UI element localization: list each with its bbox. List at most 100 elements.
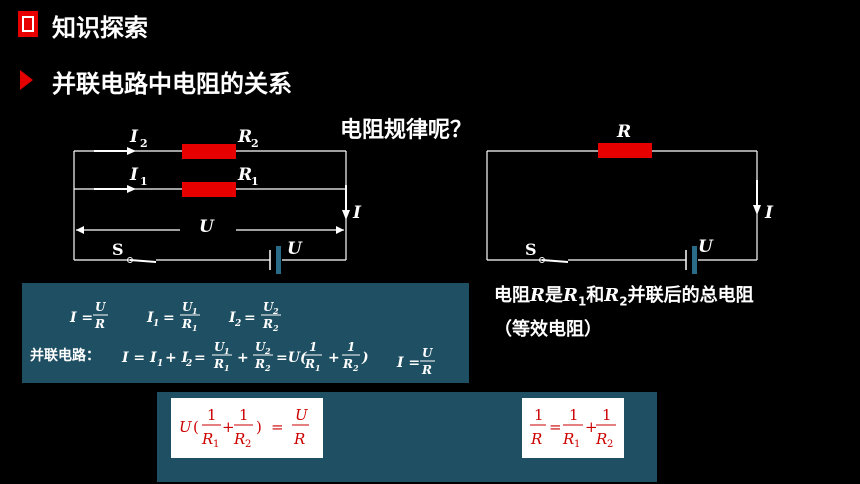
svg-text:=: = bbox=[549, 418, 562, 436]
page-title: 知识探索 bbox=[52, 14, 148, 42]
f2-lhs: I bbox=[146, 310, 154, 326]
svg-text:+ I: + I bbox=[165, 350, 189, 366]
svg-text:2: 2 bbox=[607, 439, 613, 450]
svg-text:U: U bbox=[295, 406, 309, 424]
svg-text:1: 1 bbox=[224, 363, 230, 373]
svg-text:2: 2 bbox=[264, 346, 271, 356]
label-right-switch: S bbox=[525, 240, 537, 259]
svg-text:(: ( bbox=[193, 418, 199, 436]
svg-text:2: 2 bbox=[234, 319, 241, 329]
current-arrowhead-i1 bbox=[127, 185, 136, 193]
svg-text:R: R bbox=[421, 363, 432, 377]
svg-text:2: 2 bbox=[272, 323, 279, 333]
switch-pivot bbox=[127, 257, 133, 263]
svg-text:2: 2 bbox=[185, 359, 192, 369]
svg-text:2: 2 bbox=[352, 363, 359, 373]
svg-text:I = I: I = I bbox=[121, 350, 157, 366]
f3-lhs: I bbox=[228, 310, 236, 326]
svg-text:R: R bbox=[595, 430, 607, 448]
label-u-battery: U bbox=[287, 239, 303, 259]
svg-text:R: R bbox=[254, 357, 265, 371]
svg-text:1: 1 bbox=[602, 406, 612, 424]
svg-text:1: 1 bbox=[157, 359, 163, 369]
svg-text:1: 1 bbox=[224, 346, 230, 356]
svg-text:1: 1 bbox=[207, 406, 217, 424]
label-i1: I bbox=[129, 165, 139, 185]
svg-text:1: 1 bbox=[213, 439, 219, 450]
svg-text:1: 1 bbox=[574, 439, 580, 450]
section-icon bbox=[18, 11, 38, 37]
label-right-i: I bbox=[764, 203, 774, 223]
svg-text:+: + bbox=[222, 418, 235, 436]
parallel-circuit-label: 并联电路： bbox=[30, 348, 100, 364]
svg-text:U: U bbox=[214, 340, 226, 354]
right-switch-pivot bbox=[539, 257, 545, 263]
svg-text:U: U bbox=[255, 340, 267, 354]
svg-text:U: U bbox=[263, 300, 275, 314]
battery-short-plate bbox=[276, 246, 281, 274]
label-right-u: U bbox=[698, 237, 714, 257]
svg-text:2: 2 bbox=[264, 363, 271, 373]
svg-text:+: + bbox=[328, 350, 340, 366]
svg-text:2: 2 bbox=[272, 306, 279, 316]
svg-text:R: R bbox=[530, 430, 542, 448]
svg-text:R: R bbox=[562, 430, 574, 448]
equivalent-resistance-description: 电阻R是R1和R2并联后的总电阻 （等效电阻） bbox=[494, 282, 754, 343]
label-i1-sub: 1 bbox=[140, 175, 148, 188]
current-arrowhead-i bbox=[342, 210, 350, 220]
label-u-mid: U bbox=[199, 217, 215, 237]
svg-text:1: 1 bbox=[239, 406, 249, 424]
svg-text:): ) bbox=[256, 418, 262, 436]
f1-lhs: I = bbox=[69, 310, 93, 326]
svg-text:=: = bbox=[271, 418, 284, 436]
label-r2: R bbox=[237, 127, 252, 147]
current-arrowhead-i2 bbox=[127, 147, 136, 155]
svg-text:+: + bbox=[585, 418, 598, 436]
question-text: 电阻规律呢？ bbox=[340, 118, 473, 143]
svg-text:R: R bbox=[342, 357, 353, 371]
label-i2-sub: 2 bbox=[140, 137, 148, 150]
label-r1: R bbox=[237, 165, 252, 185]
svg-text:R: R bbox=[181, 317, 192, 331]
svg-text:1: 1 bbox=[192, 323, 198, 333]
svg-text:R: R bbox=[304, 357, 315, 371]
label-r2-sub: 2 bbox=[251, 137, 259, 150]
svg-text:2: 2 bbox=[245, 439, 251, 450]
svg-text:1: 1 bbox=[534, 406, 544, 424]
svg-text:=: = bbox=[194, 350, 206, 366]
right-switch-lever bbox=[541, 259, 569, 263]
svg-text:R: R bbox=[201, 430, 213, 448]
voltage-arrowhead-right bbox=[336, 226, 344, 234]
svg-text:1: 1 bbox=[192, 306, 198, 316]
svg-text:=U(: =U( bbox=[276, 350, 308, 366]
label-r: R bbox=[616, 122, 631, 142]
switch-lever bbox=[129, 259, 157, 263]
svg-text:1: 1 bbox=[315, 363, 321, 373]
bullet-triangle-icon bbox=[20, 70, 33, 90]
label-i2: I bbox=[129, 127, 139, 147]
label-switch: S bbox=[112, 240, 124, 259]
resistor-r2 bbox=[182, 144, 236, 159]
voltage-arrowhead-left bbox=[76, 226, 84, 234]
svg-text:): ) bbox=[361, 350, 369, 366]
svg-text:U: U bbox=[179, 418, 193, 436]
svg-text:R: R bbox=[293, 430, 305, 448]
svg-text:=: = bbox=[244, 310, 256, 326]
svg-text:U: U bbox=[95, 300, 107, 314]
svg-text:1: 1 bbox=[347, 340, 355, 354]
description-line1: 电阻R是R1和R2并联后的总电阻 bbox=[494, 285, 754, 309]
svg-text:1: 1 bbox=[153, 319, 159, 329]
svg-text:1: 1 bbox=[309, 340, 317, 354]
svg-text:R: R bbox=[213, 357, 224, 371]
svg-text:1: 1 bbox=[569, 406, 579, 424]
label-r1-sub: 1 bbox=[251, 175, 259, 188]
svg-text:+: + bbox=[237, 350, 249, 366]
section-subtitle: 并联电路中电阻的关系 bbox=[52, 70, 292, 98]
svg-text:R: R bbox=[262, 317, 273, 331]
svg-text:I =: I = bbox=[396, 355, 420, 371]
